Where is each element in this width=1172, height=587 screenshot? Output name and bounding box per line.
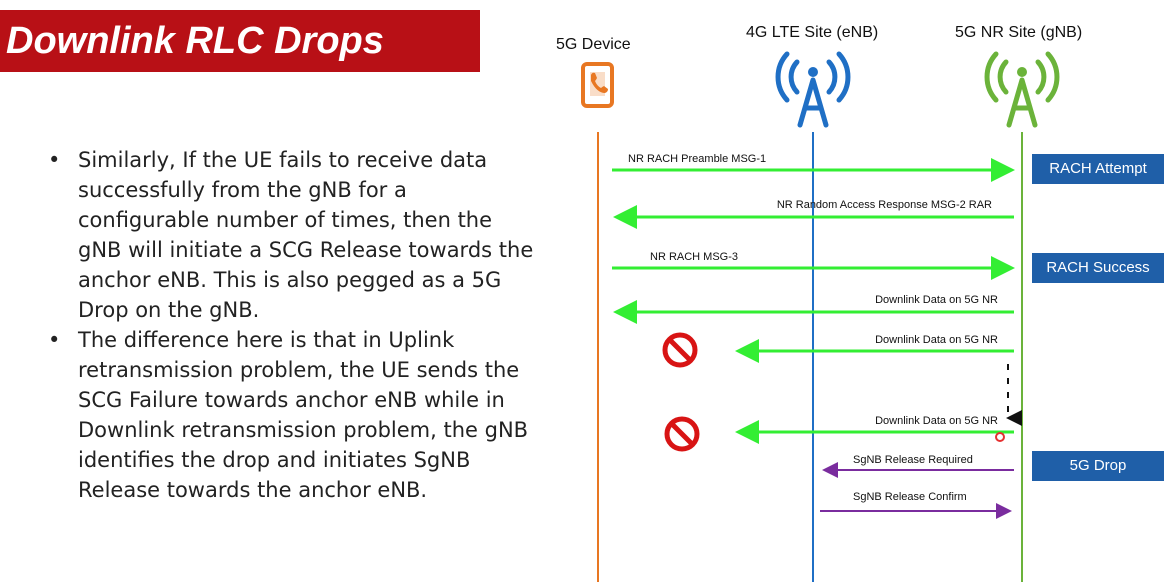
node-label-enb: 4G LTE Site (eNB) bbox=[746, 24, 879, 41]
bullet-dot: • bbox=[48, 148, 61, 172]
bullet-text: Similarly, If the UE fails to receive da… bbox=[78, 148, 534, 322]
node-label-gnb: 5G NR Site (gNB) bbox=[955, 24, 1083, 41]
msg3-label: NR RACH MSG-3 bbox=[650, 251, 738, 263]
bullet-list: • Similarly, If the UE fails to receive d… bbox=[48, 145, 538, 505]
phone-icon bbox=[581, 62, 614, 108]
status-box-rach-success: RACH Success bbox=[1032, 253, 1164, 283]
bullet-item: • Similarly, If the UE fails to receive d… bbox=[48, 145, 538, 325]
nr-tower-icon bbox=[984, 51, 1060, 128]
no-entry-icon bbox=[664, 416, 700, 452]
msg5-label: Downlink Data on 5G NR bbox=[875, 334, 998, 346]
slide-title: Downlink RLC Drops bbox=[0, 10, 480, 72]
msg8-label: SgNB Release Confirm bbox=[853, 491, 967, 503]
bullet-text: The difference here is that in Uplink re… bbox=[78, 328, 529, 502]
bullet-dot: • bbox=[48, 328, 61, 352]
bullet-item: • The difference here is that in Uplink r… bbox=[48, 325, 538, 505]
msg2-label: NR Random Access Response MSG-2 RAR bbox=[777, 199, 992, 211]
msg4-label: Downlink Data on 5G NR bbox=[875, 294, 998, 306]
cursor-dot bbox=[995, 432, 1005, 442]
lte-tower-icon bbox=[775, 51, 851, 128]
status-box-rach-attempt: RACH Attempt bbox=[1032, 154, 1164, 184]
msg6-label: Downlink Data on 5G NR bbox=[875, 415, 998, 427]
node-label-device: 5G Device bbox=[556, 36, 631, 53]
no-entry-icon bbox=[662, 332, 698, 368]
msg1-label: NR RACH Preamble MSG-1 bbox=[628, 153, 766, 165]
msg7-label: SgNB Release Required bbox=[853, 454, 973, 466]
status-box-5g-drop: 5G Drop bbox=[1032, 451, 1164, 481]
